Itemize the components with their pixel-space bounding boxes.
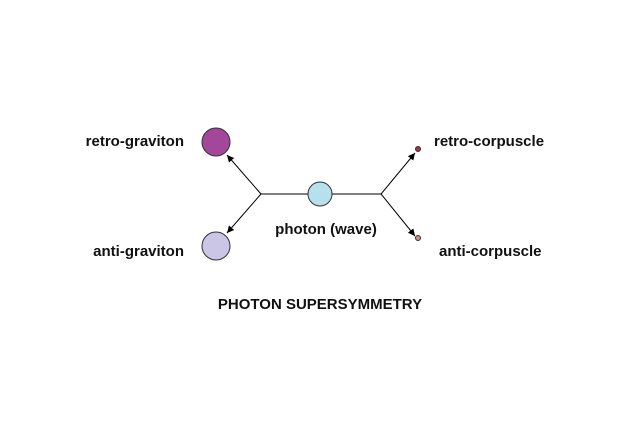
retro-corpuscle-node: [415, 146, 421, 152]
anti-corpuscle-node: [415, 235, 421, 241]
anti-corpuscle-label: anti-corpuscle: [439, 243, 542, 260]
retro-corpuscle-label: retro-corpuscle: [434, 133, 544, 150]
anti-graviton-label: anti-graviton: [93, 243, 184, 260]
arrow-to-anti-graviton: [226, 193, 262, 234]
photon-node: [307, 181, 333, 207]
arrow-to-retro-graviton: [226, 154, 262, 195]
arrow-to-retro-corpuscle: [380, 152, 416, 195]
arrow-to-anti-corpuscle: [380, 193, 416, 237]
anti-graviton-node: [201, 231, 231, 261]
photon-label: photon (wave): [275, 221, 377, 238]
retro-graviton-label: retro-graviton: [86, 133, 184, 150]
retro-graviton-node: [201, 127, 231, 157]
diagram-title: PHOTON SUPERSYMMETRY: [218, 296, 422, 313]
